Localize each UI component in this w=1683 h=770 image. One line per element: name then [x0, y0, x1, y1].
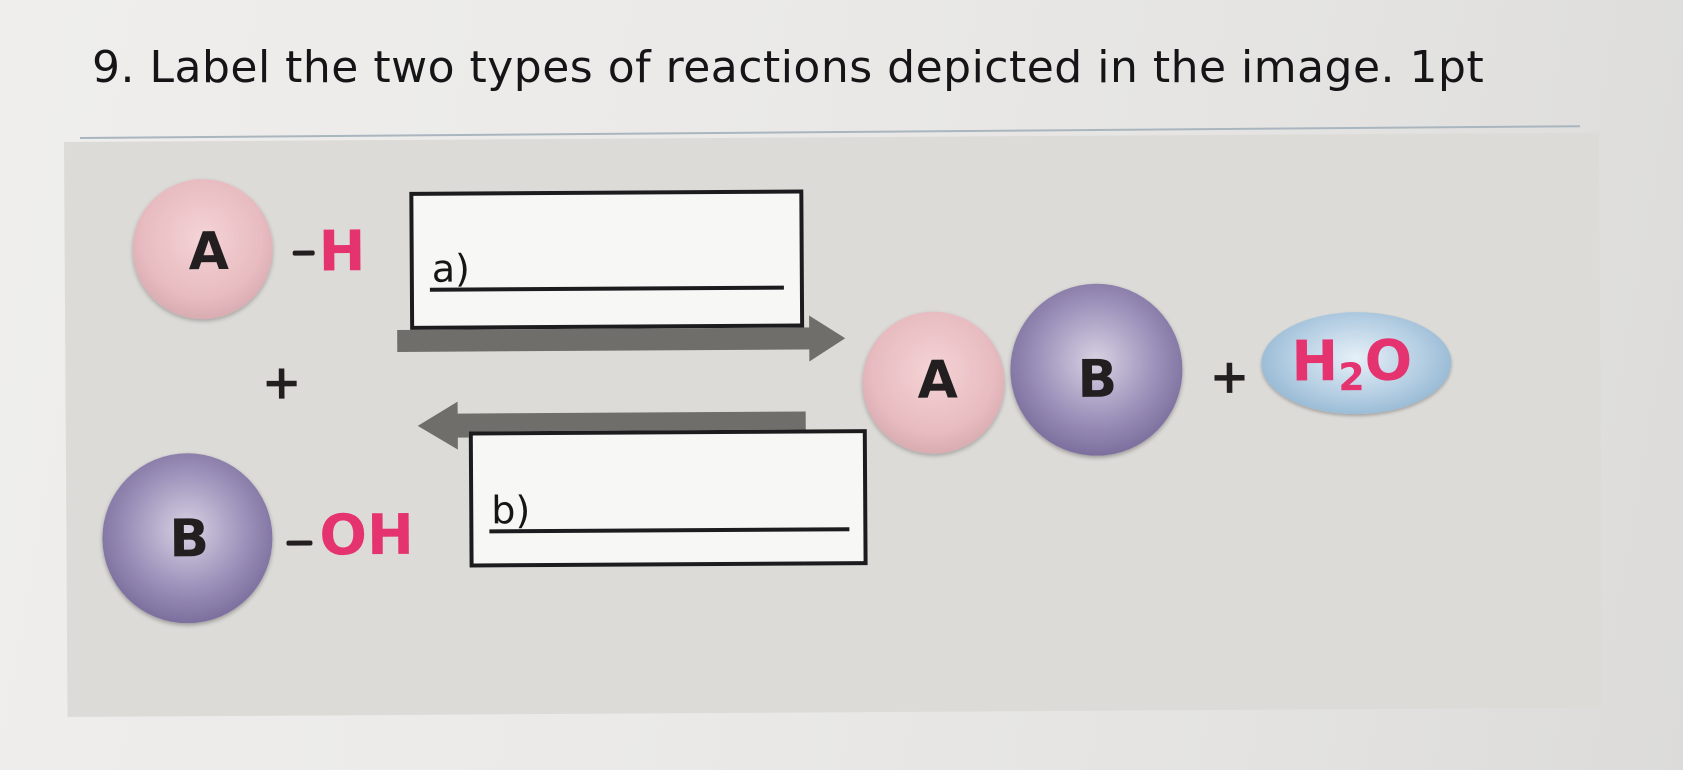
reactant-a-letter: A	[188, 221, 230, 283]
reactant-h-group: H	[318, 219, 366, 285]
answer-line-b[interactable]	[489, 527, 850, 534]
water-h: H	[1291, 329, 1339, 395]
product-plus: +	[1209, 348, 1250, 406]
product-a-letter: A	[917, 350, 958, 411]
reactant-b-letter: B	[169, 509, 210, 570]
water-formula: H2O	[1291, 329, 1412, 399]
answer-box-b[interactable]: b)	[468, 429, 868, 568]
forward-arrow-head	[809, 315, 846, 362]
water-subscript: 2	[1338, 355, 1365, 400]
reactant-oh-group: OH	[319, 502, 415, 569]
reactant-plus: +	[261, 354, 302, 411]
reaction-figure: —— A H + B OH a) b) A B + H2O	[64, 132, 1603, 717]
answer-label-a: a)	[431, 246, 471, 291]
forward-arrow-shaft	[397, 327, 818, 352]
answer-line-a[interactable]	[429, 285, 784, 292]
answer-box-a[interactable]: a)	[409, 189, 805, 330]
reverse-arrow-head	[417, 401, 458, 450]
bond-dash	[286, 540, 313, 546]
question-text: 9. Label the two types of reactions depi…	[92, 42, 1485, 93]
bond-dash	[292, 250, 315, 256]
answer-label-b: b)	[491, 488, 531, 533]
product-b-letter: B	[1077, 349, 1118, 410]
water-o: O	[1364, 328, 1413, 395]
